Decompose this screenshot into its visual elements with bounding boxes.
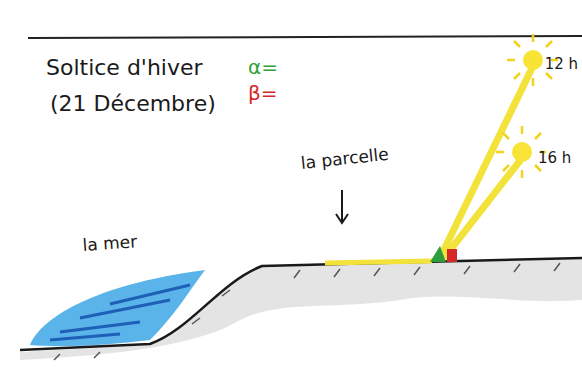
sea-waves <box>50 285 190 340</box>
sun-ray-afternoon <box>444 158 522 258</box>
sea <box>30 270 205 346</box>
diagram-title: Soltice d'hiver <box>46 56 203 80</box>
ground-line <box>20 258 582 350</box>
top-rule <box>28 36 582 38</box>
angle-alpha <box>430 246 446 262</box>
time-label: 12 h <box>545 56 578 73</box>
angle-beta <box>447 249 457 262</box>
parcel-pointer <box>336 190 348 223</box>
date-label: (21 Décembre) <box>50 92 216 116</box>
alpha-label: α= <box>248 56 278 78</box>
beta-label: β= <box>248 82 278 104</box>
ground-shading <box>20 258 582 360</box>
sea-label: la mer <box>82 232 138 254</box>
sun-ray-noon <box>440 66 533 258</box>
parcel-line <box>325 261 432 263</box>
parcel-label: la parcelle <box>300 145 390 173</box>
ground-hatching <box>54 263 560 360</box>
time-label: 16 h <box>538 150 571 167</box>
